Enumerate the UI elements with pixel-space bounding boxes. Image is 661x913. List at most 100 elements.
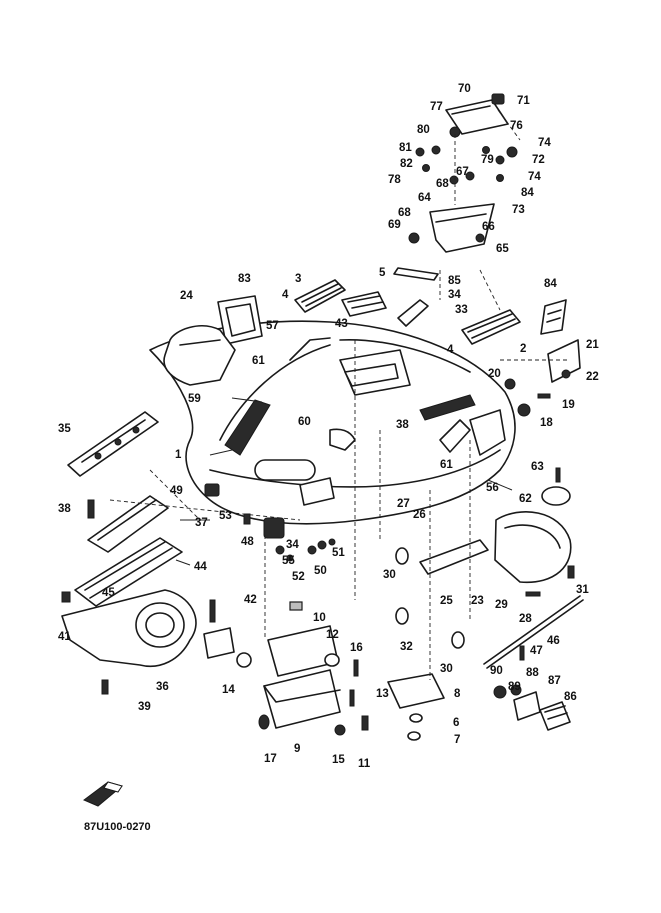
callout-45: 45 xyxy=(102,587,115,599)
callout-65: 65 xyxy=(496,243,509,255)
bolt-63 xyxy=(555,467,561,483)
callout-72: 72 xyxy=(532,154,545,166)
plate-87 xyxy=(513,691,541,721)
nut-15 xyxy=(334,724,346,736)
clip-20 xyxy=(504,378,516,390)
callout-56b: 56 xyxy=(486,482,499,494)
callout-61a: 61 xyxy=(252,355,265,367)
side-cover-24 xyxy=(163,325,236,386)
callout-50: 50 xyxy=(314,565,327,577)
vent-grille-5 xyxy=(341,291,387,317)
callout-19: 19 xyxy=(562,399,575,411)
callout-22: 22 xyxy=(586,371,599,383)
callout-13: 13 xyxy=(376,688,389,700)
callout-74b: 74 xyxy=(528,171,541,183)
callout-3: 3 xyxy=(295,273,301,285)
callout-26: 26 xyxy=(413,509,426,521)
callout-80: 80 xyxy=(417,124,430,136)
fan-cover-36 xyxy=(61,589,197,667)
callout-17: 17 xyxy=(264,753,277,765)
callout-29: 29 xyxy=(495,599,508,611)
bolt-16 xyxy=(353,659,359,677)
mount-14 xyxy=(203,627,252,668)
callout-84: 84 xyxy=(544,278,557,290)
callout-labels: 70 71 77 76 80 74 81 79 72 82 74 67 78 6… xyxy=(58,83,599,770)
tray-44 xyxy=(74,537,183,607)
bolt-39 xyxy=(101,679,109,695)
callout-61b: 61 xyxy=(440,459,453,471)
vent-grille-3 xyxy=(294,279,346,313)
callout-51: 51 xyxy=(332,547,345,559)
washer-89 xyxy=(510,684,522,696)
side-rail-35 xyxy=(67,411,159,477)
bolt-28 xyxy=(525,591,541,597)
callout-48: 48 xyxy=(241,536,254,548)
callout-70: 70 xyxy=(458,83,471,95)
callout-6: 6 xyxy=(453,717,459,729)
callout-7: 7 xyxy=(454,734,460,746)
callout-10: 10 xyxy=(313,612,326,624)
washer-17 xyxy=(258,714,270,730)
callout-41: 41 xyxy=(58,631,71,643)
callout-73: 73 xyxy=(512,204,525,216)
callout-33: 33 xyxy=(455,304,468,316)
callout-78: 78 xyxy=(388,174,401,186)
callout-53: 53 xyxy=(219,510,232,522)
callout-66: 66 xyxy=(482,221,495,233)
lamp-housing xyxy=(494,511,572,584)
callout-thirty-two: 32 xyxy=(400,641,413,653)
bolt-11 xyxy=(361,715,369,731)
grommet-12 xyxy=(324,653,340,667)
callout-60: 60 xyxy=(298,416,311,428)
spring-86 xyxy=(539,701,571,731)
callout-5: 5 xyxy=(379,267,386,279)
drawing-code: 87U100-0270 xyxy=(84,821,151,833)
callout-82: 82 xyxy=(400,158,413,170)
callout-20: 20 xyxy=(488,368,501,380)
callout-57: 57 xyxy=(266,320,279,332)
callout-nine: 9 xyxy=(294,743,300,755)
callout-30b: 30 xyxy=(440,663,453,675)
callout-63: 63 xyxy=(531,461,544,473)
bracket-21 xyxy=(547,339,581,383)
windshield-bracket-assembly xyxy=(408,93,521,253)
callout-forty-six: 46 xyxy=(547,635,560,647)
callout-87: 87 xyxy=(548,675,561,687)
leader-lines xyxy=(109,269,570,680)
cable-46 xyxy=(483,595,584,669)
clip-41 xyxy=(61,591,71,603)
bracket-25 xyxy=(419,539,489,575)
callout-15: 15 xyxy=(332,754,345,766)
callout-79: 79 xyxy=(481,154,494,166)
callout-16: 16 xyxy=(350,642,363,654)
callout-42: 42 xyxy=(244,594,257,606)
damper-49 xyxy=(204,483,220,497)
callout-31: 31 xyxy=(576,584,589,596)
callout-23: 23 xyxy=(471,595,484,607)
callout-83: 83 xyxy=(238,273,251,285)
callout-forty-seven: 47 xyxy=(530,645,543,657)
screw-19 xyxy=(537,393,551,399)
clip-53 xyxy=(243,513,251,525)
callout-34a: 34 xyxy=(448,289,461,301)
callout-4a: 4 xyxy=(282,289,289,301)
strip-85 xyxy=(393,267,439,281)
grommet-18 xyxy=(517,403,531,417)
callout-55: 55 xyxy=(282,555,295,567)
callout-11: 11 xyxy=(358,758,371,770)
callout-74a: 74 xyxy=(538,137,551,149)
frame-83 xyxy=(217,295,263,345)
fastener-cluster xyxy=(275,538,336,562)
manufacturer-emblem xyxy=(83,781,124,807)
bolt-47 xyxy=(519,645,525,661)
callout-89: 89 xyxy=(508,681,521,693)
callout-39: 39 xyxy=(138,701,151,713)
vent-grille-2 xyxy=(461,309,521,345)
grommet-32 xyxy=(395,607,409,625)
callout-44: 44 xyxy=(194,561,207,573)
callout-12: 12 xyxy=(326,629,339,641)
knob-62 xyxy=(541,486,571,506)
callout-64: 64 xyxy=(418,192,431,204)
callout-68b: 68 xyxy=(398,207,411,219)
emblem-84 xyxy=(540,299,567,335)
